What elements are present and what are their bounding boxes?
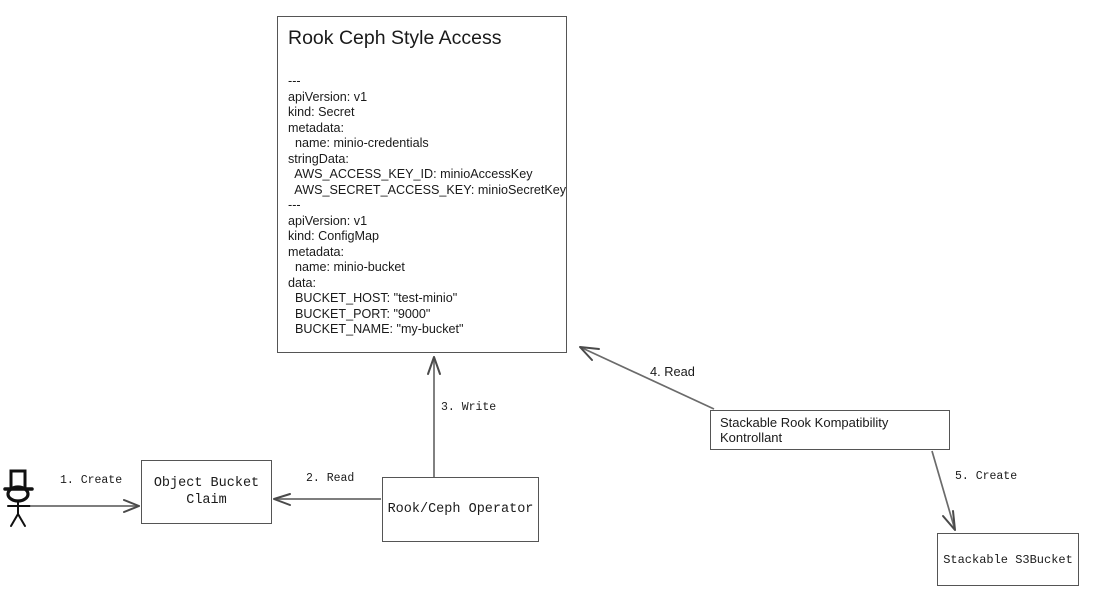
yaml-card-body: --- apiVersion: v1 kind: Secret metadata… [288,74,567,336]
node-stackable-rook-kompatibility-kontrollant[interactable]: Stackable Rook Kompatibility Kontrollant [710,410,950,450]
edge-label-5-create: 5. Create [955,470,1018,483]
yaml-manifest-card[interactable]: Rook Ceph Style Access --- apiVersion: v… [277,16,567,353]
node-rook-ceph-operator-label: Rook/Ceph Operator [387,502,534,517]
node-object-bucket-claim[interactable]: Object Bucket Claim [141,460,272,524]
node-stackable-s3bucket-label: Stackable S3Bucket [943,552,1073,567]
edge-3-write-arrow [427,356,441,477]
edge-label-3-write: 3. Write [441,401,497,414]
edge-label-1-create: 1. Create [60,474,123,487]
actor-stick-figure-icon [3,469,34,527]
edge-1-create-arrow [30,499,140,513]
edge-label-2-read: 2. Read [306,472,355,485]
node-object-bucket-claim-label: Object Bucket Claim [153,476,260,508]
node-srkk-label: Stackable Rook Kompatibility Kontrollant [720,415,889,445]
edge-5-create-arrow [931,450,956,531]
node-rook-ceph-operator[interactable]: Rook/Ceph Operator [382,477,539,542]
yaml-card-title: Rook Ceph Style Access [288,27,502,49]
edge-2-read-arrow [273,493,381,506]
edge-label-4-read: 4. Read [650,364,695,379]
node-stackable-s3bucket[interactable]: Stackable S3Bucket [937,533,1079,586]
